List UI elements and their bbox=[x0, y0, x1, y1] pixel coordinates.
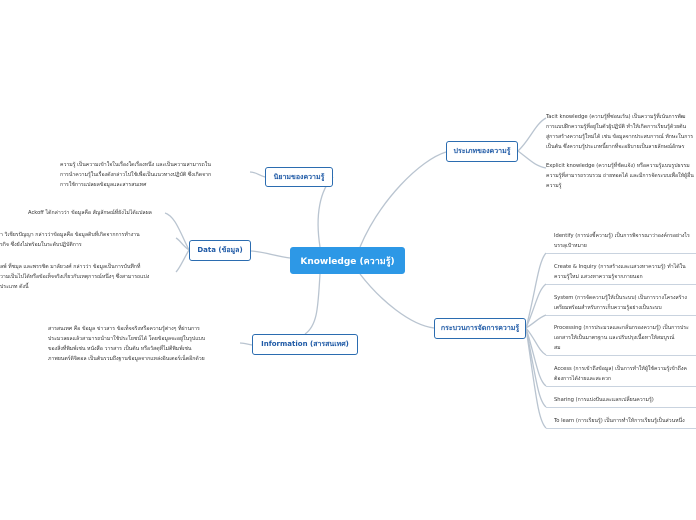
link-central-definition bbox=[317, 176, 334, 248]
process-item-processing: Processing (การประมวลและกลั่นกรองความรู้… bbox=[554, 323, 696, 353]
link-process-identify bbox=[525, 252, 547, 329]
link-data-types bbox=[175, 249, 190, 273]
note-line: า วิเชียรปัญญา กล่าวว่าข้อมูลคือ ข้อมูลด… bbox=[0, 232, 140, 238]
link-central-data bbox=[250, 250, 291, 259]
item-line: Sharing (การแบ่งปันและแลกเปลี่ยนความรู้) bbox=[554, 397, 654, 403]
process-item-underline bbox=[546, 284, 696, 285]
note-line: Ackoff ได้กล่าวว่า ข้อมูลคือ สัญลักษณ์ที… bbox=[28, 210, 152, 216]
data-note-wichian: า วิเชียรปัญญา กล่าวว่าข้อมูลคือ ข้อมูลด… bbox=[0, 230, 180, 250]
process-topic-node[interactable]: กระบวนการจัดการความรู้ bbox=[434, 318, 526, 339]
link-information-note bbox=[239, 342, 253, 346]
data-topic-label: Data (ข้อมูล) bbox=[197, 246, 243, 254]
process-topic-label: กระบวนการจัดการความรู้ bbox=[440, 324, 520, 332]
link-central-types bbox=[359, 151, 447, 248]
link-process-learn bbox=[525, 327, 547, 429]
process-item-underline bbox=[546, 407, 696, 408]
process-item-create: Create & Inquiry (การสร้างและแสวงหาความร… bbox=[554, 262, 696, 282]
item-line: System (การจัดความรู้ให้เป็นระบบ) เป็นกา… bbox=[554, 295, 687, 301]
note-line: สารสนเทศ คือ ข้อมูล ข่าวสาร ข้อเท็จจริงห… bbox=[48, 326, 200, 332]
note-line: การแบบฝึกความรู้ที่อยู่ในตัวผู้ปฏิบัติ ท… bbox=[546, 124, 687, 130]
note-line: สู่การสร้างความรู้ใหม่ได้ เช่น ข้อมูลจาก… bbox=[546, 134, 694, 140]
link-process-access bbox=[525, 327, 547, 387]
item-line: Create & Inquiry (การสร้างและแสวงหาความร… bbox=[554, 264, 686, 270]
types-tacit-note: Tacit knowledge (ความรู้ที่ซ่อนเร้น) เป็… bbox=[546, 112, 696, 152]
process-item-access: Access (การเข้าถึงข้อมูล) เป็นการทำให้ผู… bbox=[554, 364, 696, 384]
note-line: วามเป็นไปได้หรือข้อเท็จจริงเกี่ยวกับเหตุ… bbox=[0, 274, 150, 280]
item-line: บรรลุเป้าหมาย bbox=[554, 243, 587, 249]
process-item-underline bbox=[546, 386, 696, 387]
process-item-learn: To learn (การเรียนรู้) เป็นการทำให้การเร… bbox=[554, 416, 696, 426]
process-item-underline bbox=[546, 355, 696, 356]
note-line: ความรู้ เป็นความเข้าใจในเรื่องใดเรื่องหน… bbox=[60, 162, 211, 168]
process-item-underline bbox=[546, 253, 696, 254]
link-data-ackoff bbox=[164, 212, 190, 251]
note-line: Explicit knowledge (ความรู้ที่ชัดแจ้ง) ห… bbox=[546, 163, 690, 169]
types-topic-node[interactable]: ประเภทของความรู้ bbox=[446, 141, 518, 162]
note-line: Tacit knowledge (ความรู้ที่ซ่อนเร้น) เป็… bbox=[546, 114, 686, 120]
item-line: Access (การเข้าถึงข้อมูล) เป็นการทำให้ผู… bbox=[554, 366, 687, 372]
item-line: ต้องการได้ง่ายและสะดวก bbox=[554, 376, 612, 382]
note-line: การนำความรู้ในเรื่องดังกล่าวไปใช้เพื่อเป… bbox=[60, 172, 212, 178]
note-line: เป็นต้น ซึ่งความรู้ประเภทนี้ยากที่จะอธิบ… bbox=[546, 144, 685, 150]
note-line: รกิจ ซึ่งยังไม่พร้อมในระดับปฏิบัติการ bbox=[0, 242, 82, 248]
note-line: ความรู้ที่สามารถรวบรวม ถ่ายทอดได้ และมีก… bbox=[546, 173, 694, 179]
note-line: ภาพยนตร์ดิจิตอล เป็นต้นรวมถึงฐานข้อมูลจา… bbox=[48, 356, 205, 362]
definition-topic-label: นิยามของความรู้ bbox=[273, 172, 325, 181]
link-central-process bbox=[359, 273, 435, 329]
link-process-create bbox=[525, 283, 547, 329]
note-line: ลพ์ ที่ชมุล และพรรชิต มาลัยวงศ์ กล่าวว่า… bbox=[0, 264, 141, 270]
item-line: เตรียมพร้อมสำหรับการเก็บความรู้อย่างเป็น… bbox=[554, 305, 662, 311]
item-line: Processing (การประมวลและกลั่นกรองความรู้… bbox=[554, 325, 689, 331]
data-topic-node[interactable]: Data (ข้อมูล) bbox=[189, 240, 251, 261]
item-line: ความรู้ใหม่ แสวงหาความรู้จากภายนอก bbox=[554, 274, 643, 280]
types-topic-label: ประเภทของความรู้ bbox=[453, 147, 511, 155]
note-line: ของสิ่งที่พิมพ์เช่น หนังสือ วารสาร เป็นต… bbox=[48, 346, 192, 352]
link-central-information bbox=[304, 273, 321, 335]
process-item-system: System (การจัดความรู้ให้เป็นระบบ) เป็นกา… bbox=[554, 293, 696, 313]
definition-topic-node[interactable]: นิยามของความรู้ bbox=[265, 167, 333, 187]
process-item-sharing: Sharing (การแบ่งปันและแลกเปลี่ยนความรู้) bbox=[554, 395, 696, 405]
data-note-types: ลพ์ ที่ชมุล และพรรชิต มาลัยวงศ์ กล่าวว่า… bbox=[0, 262, 180, 292]
link-types-tacit bbox=[517, 117, 547, 152]
process-item-underline bbox=[546, 315, 696, 316]
process-item-identify: Identify (การบ่งชี้ความรู้) เป็นการพิจาร… bbox=[554, 231, 696, 251]
link-process-system bbox=[525, 314, 547, 329]
definition-note: ความรู้ เป็นความเข้าใจในเรื่องใดเรื่องหน… bbox=[60, 160, 260, 190]
types-explicit-note: Explicit knowledge (ความรู้ที่ชัดแจ้ง) ห… bbox=[546, 161, 696, 191]
note-line: ประมวลผลแล้วสามารถนำมาใช้ประโยชน์ได้ โดย… bbox=[48, 336, 206, 342]
note-line: ความรู้ bbox=[546, 183, 562, 189]
item-line: To learn (การเรียนรู้) เป็นการทำให้การเร… bbox=[554, 418, 685, 424]
information-topic-node[interactable]: Information (สารสนเทศ) bbox=[252, 334, 358, 355]
link-process-sharing bbox=[525, 327, 547, 408]
item-line: เอกสารให้เป็นมาตรฐาน และปรับปรุงเนื้อหาใ… bbox=[554, 335, 675, 341]
note-line: การใช้การแปลผลข้อมูลและสารสนเทศ bbox=[60, 182, 147, 188]
central-topic-label: Knowledge (ความรู้) bbox=[300, 256, 395, 267]
item-line: Identify (การบ่งชี้ความรู้) เป็นการพิจาร… bbox=[554, 233, 690, 239]
central-topic-node[interactable]: Knowledge (ความรู้) bbox=[290, 247, 405, 274]
note-line: ประเภท ดังนี้ bbox=[0, 284, 29, 290]
item-line: สม bbox=[554, 345, 561, 351]
information-note: สารสนเทศ คือ ข้อมูล ข่าวสาร ข้อเท็จจริงห… bbox=[48, 324, 242, 364]
link-data-wichian bbox=[175, 237, 190, 251]
information-topic-label: Information (สารสนเทศ) bbox=[261, 340, 349, 348]
link-types-explicit bbox=[517, 150, 547, 169]
link-definition-note bbox=[249, 171, 266, 178]
link-process-processing bbox=[525, 327, 547, 356]
process-item-underline bbox=[546, 428, 696, 429]
data-note-ackoff: Ackoff ได้กล่าวว่า ข้อมูลคือ สัญลักษณ์ที… bbox=[28, 208, 178, 218]
